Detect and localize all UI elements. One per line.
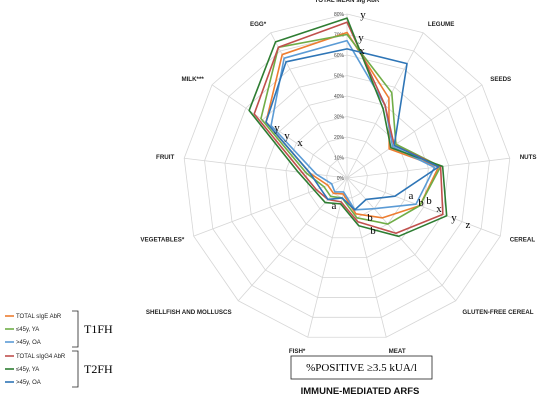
significance-mark: b — [418, 197, 424, 209]
grid-spoke — [346, 84, 483, 179]
significance-mark: y — [451, 212, 457, 224]
significance-mark: a — [332, 200, 337, 212]
axis-label: MILK*** — [181, 76, 204, 83]
axis-label: CEREAL — [510, 237, 536, 244]
axis-label: TOTAL MEAN sIg AbR — [315, 0, 380, 4]
data-series — [248, 17, 448, 238]
significance-mark: a — [409, 190, 414, 202]
legend-bracket — [72, 350, 79, 388]
legend: TOTAL sIgE AbR ≤45y, YA >45y, OA TOTAL sIgG… — [5, 310, 113, 388]
radar-grid — [183, 13, 511, 338]
axis-label: SHELLFISH AND MOLLUSCS — [146, 309, 232, 316]
axis-labels: TOTAL MEAN sIg AbR LEGUME SEEDS NUTS CEREAL G… — [140, 0, 536, 355]
significance-mark: z — [466, 219, 471, 231]
grid-ring — [244, 75, 450, 278]
grid-spoke — [346, 177, 457, 302]
grid-spoke — [211, 84, 348, 179]
significance-mark: b — [367, 212, 373, 224]
axis-label: EGG* — [250, 21, 267, 28]
chart-caption: IMMUNE-MEDIATED ARFS — [301, 386, 420, 397]
axis-label: SEEDS — [490, 76, 511, 83]
grid-spoke — [193, 177, 348, 237]
axis-label: GLUTEN-FREE CEREAL — [462, 309, 533, 316]
significance-mark: y — [284, 130, 290, 142]
series-line — [265, 48, 440, 211]
grid-ring — [305, 136, 389, 219]
legend-entry: ≤45y, YA — [16, 327, 39, 333]
tick-label: 10% — [334, 156, 345, 162]
legend-entry: >45y, OA — [16, 380, 41, 386]
grid-ring — [204, 34, 490, 318]
grid-spoke — [346, 177, 501, 237]
legend-bracket — [72, 310, 79, 348]
series-line — [248, 17, 448, 238]
grid-spoke — [237, 177, 348, 302]
significance-mark: x — [297, 137, 303, 149]
threshold-box: %POSITIVE ≥3.5 kUA/l — [290, 355, 433, 380]
legend-entry: >45y, OA — [16, 340, 41, 346]
axis-label: MEAT — [389, 348, 406, 355]
tick-label: 60% — [334, 53, 345, 59]
radial-ticks: 0%10%20%30%40%50%60%70%80% — [334, 12, 345, 182]
significance-mark: x — [359, 45, 365, 57]
legend-group-label: T2FH — [84, 362, 113, 376]
significance-mark: b — [370, 225, 376, 237]
legend-entry: TOTAL sIgE AbR — [16, 314, 62, 320]
grid-spoke — [346, 157, 510, 179]
significance-mark: x — [436, 203, 442, 215]
grid-spoke — [346, 177, 387, 338]
grid-ring — [224, 54, 470, 298]
axis-label: NUTS — [520, 154, 537, 161]
threshold-box-frame — [290, 355, 433, 380]
axis-label: FRUIT — [156, 154, 174, 161]
threshold-box-text: %POSITIVE ≥3.5 kUA/l — [306, 362, 417, 374]
grid-spoke — [270, 32, 348, 179]
axis-label: VEGETABLES* — [140, 237, 184, 244]
legend-entry: TOTAL sIgG4 AbR — [16, 354, 66, 360]
tick-label: 80% — [334, 12, 345, 18]
significance-mark: b — [426, 195, 432, 207]
axis-label: LEGUME — [428, 21, 454, 28]
significance-mark: y — [358, 32, 364, 44]
grid-spoke — [184, 157, 348, 179]
legend-entry: ≤45y, YA — [16, 367, 39, 373]
tick-label: 40% — [334, 94, 345, 100]
axis-label: FISH* — [289, 348, 306, 355]
significance-mark: y — [274, 122, 280, 134]
tick-label: 50% — [334, 74, 345, 80]
tick-label: 0% — [337, 176, 345, 182]
tick-label: 30% — [334, 115, 345, 121]
significance-mark: y — [360, 9, 366, 21]
grid-ring — [183, 13, 511, 338]
legend-group-label: T1FH — [84, 322, 113, 336]
tick-label: 20% — [334, 135, 345, 141]
series-line — [260, 33, 442, 225]
